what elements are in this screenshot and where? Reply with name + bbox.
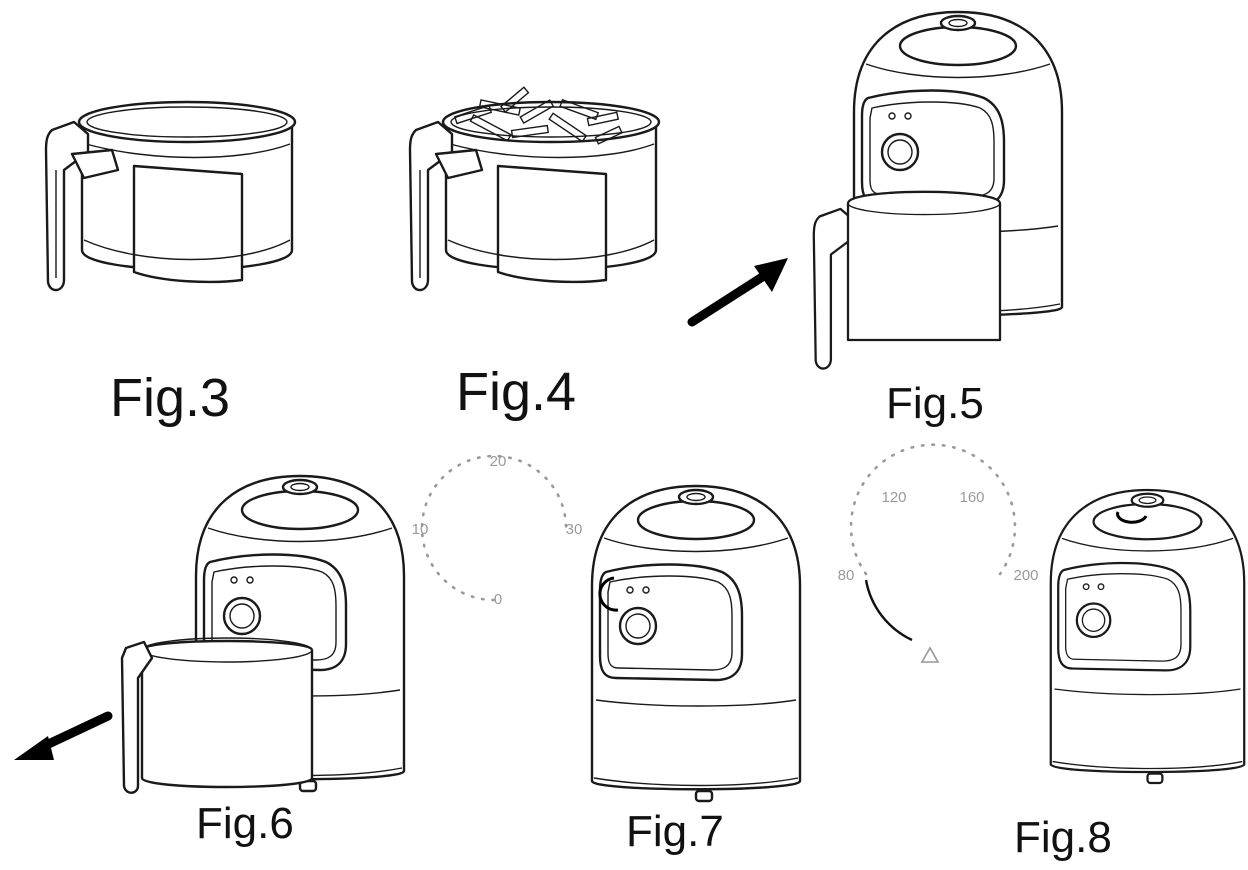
fig4-caption: Fig.4 <box>456 362 576 422</box>
timer-label-20: 20 <box>490 453 507 470</box>
fig5-illustration <box>687 10 1064 370</box>
temp-label-200: 200 <box>1013 567 1038 584</box>
arrow-push-in-icon <box>687 267 775 327</box>
fig3-illustration <box>44 100 297 292</box>
fig6-caption: Fig.6 <box>196 799 294 848</box>
fig4-illustration <box>408 86 661 292</box>
fig8-illustration: 120 160 80 200 <box>838 443 1246 785</box>
fig3-caption: Fig.3 <box>110 368 230 428</box>
rotate-arrow-icon <box>598 576 619 612</box>
fries-icon <box>453 86 623 145</box>
fig5-caption: Fig.5 <box>886 379 984 428</box>
temp-label-120: 120 <box>881 489 906 506</box>
fig8-caption: Fig.8 <box>1014 813 1112 862</box>
arrow-pull-out-icon <box>35 711 113 753</box>
timer-label-0: 0 <box>494 591 502 608</box>
dial-pointer-icon <box>920 646 940 663</box>
rotate-arrow-top-icon <box>1116 511 1148 524</box>
timer-label-10: 10 <box>412 521 429 538</box>
temp-label-160: 160 <box>959 489 984 506</box>
fig7-illustration: 20 10 30 0 <box>412 453 802 803</box>
timer-dial <box>420 454 568 602</box>
temp-label-80: 80 <box>838 567 855 584</box>
fig6-illustration <box>14 474 406 794</box>
temperature-dial <box>849 443 1017 576</box>
timer-label-30: 30 <box>566 521 583 538</box>
fig7-caption: Fig.7 <box>626 807 724 856</box>
